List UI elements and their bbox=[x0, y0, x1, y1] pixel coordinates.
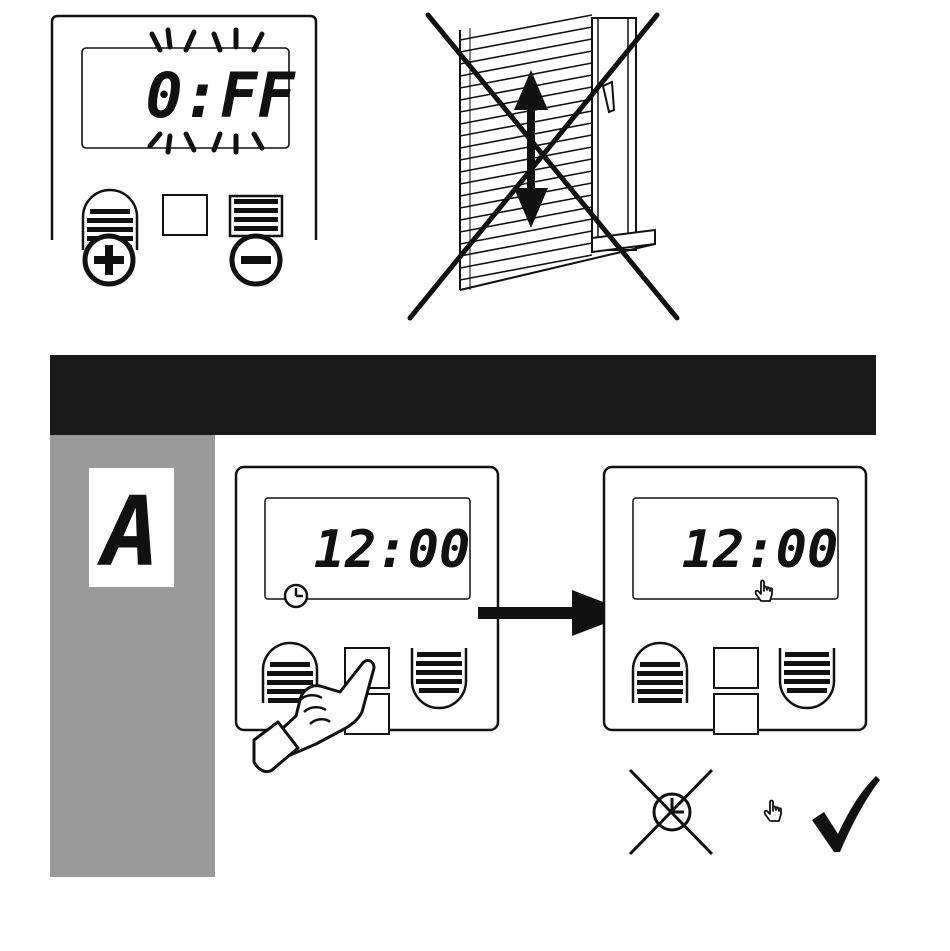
crossed-clock-icon bbox=[630, 770, 712, 854]
down-button bbox=[412, 648, 466, 708]
hand-icon bbox=[765, 801, 781, 822]
clock-icon bbox=[285, 585, 307, 607]
remote-panel-before: 12:00 bbox=[236, 467, 498, 772]
time-display: 12:00 bbox=[314, 520, 471, 580]
remote-panel-after: 12:00 bbox=[604, 467, 866, 734]
minus-icon bbox=[232, 236, 280, 284]
check-icon bbox=[812, 776, 880, 852]
up-button bbox=[633, 643, 687, 703]
display-off-text: 0:FF bbox=[145, 59, 296, 132]
plus-icon bbox=[85, 236, 133, 284]
stop-button bbox=[163, 195, 207, 235]
section-header-band bbox=[50, 355, 876, 435]
remote-control-off: 0:FF bbox=[52, 16, 316, 284]
step-letter: A bbox=[96, 476, 160, 588]
down-button bbox=[230, 196, 282, 236]
down-button bbox=[780, 648, 834, 708]
crossed-shutter-icon bbox=[410, 15, 677, 318]
stop-button bbox=[714, 648, 758, 688]
time-display: 12:00 bbox=[682, 520, 839, 580]
stop-button-pressed bbox=[714, 694, 758, 734]
